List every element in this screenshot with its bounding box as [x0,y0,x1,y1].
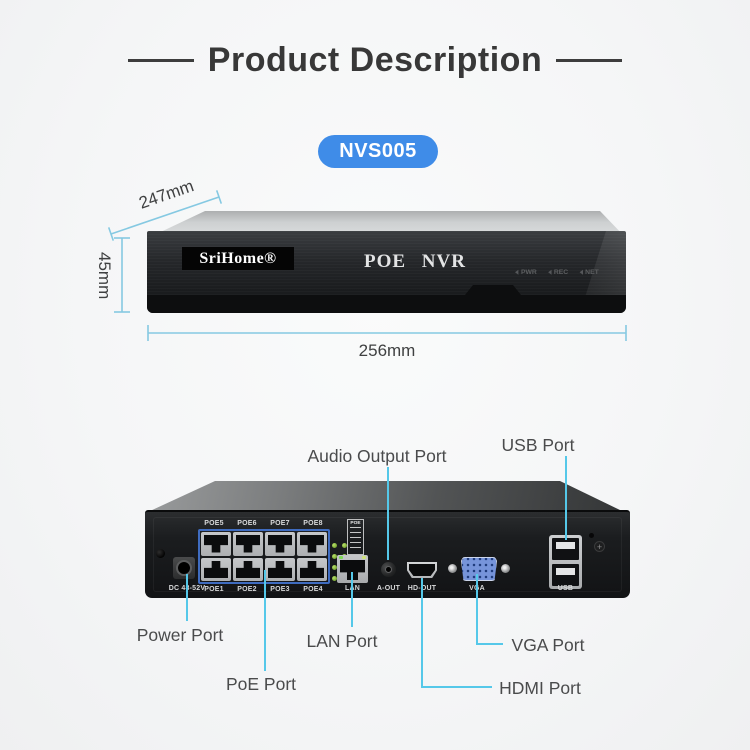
audio-out-jack [381,562,396,577]
usb-slot-top [552,538,579,560]
led-triangle-icon [547,269,552,275]
usb-label: USB [557,585,574,592]
poe2-label: POE2 [237,586,257,593]
poe3-label: POE3 [270,586,290,593]
led-rec-label: REC [553,268,569,276]
rj45-opening [204,535,228,553]
lan-led-amber [362,556,366,559]
usb-slot-bottom [552,564,579,586]
poe5-port [201,532,231,556]
poe8-label: POE8 [303,520,323,527]
led-net-label: NET [585,268,599,276]
poe5-label: POE5 [204,520,224,527]
led-dot [332,554,337,559]
lan-label: LAN [345,585,360,592]
rj45-opening [204,560,228,578]
poe-info-sticker: POE [347,519,364,555]
dc-power-jack [173,557,195,579]
hdmi-opening [409,564,435,576]
nvr-rear-panel: + DC 48-52V POE5 POE6 POE7 POE8 POE1 POE… [145,510,630,598]
callout-lan-port: LAN Port [306,631,378,651]
nvr-front-panel: SriHome® POE NVR PWR REC NET [147,231,626,313]
rear-hole-right [589,533,594,538]
nvr-rear-top-surface [150,481,622,511]
lan-led-green [339,556,343,559]
vga-screw-right [501,564,510,573]
poe-sticker-grid [350,527,361,551]
header: Product Description [0,40,750,80]
front-panel-title: POE NVR [364,251,466,272]
led-dot [332,543,337,548]
poe4-label: POE4 [303,586,323,593]
rear-screw-right: + [594,541,605,552]
poe4-port [297,557,327,581]
poe1-port [201,557,231,581]
vga-port [448,557,510,583]
vga-label: VGA [469,585,485,592]
rj45-opening [300,560,324,578]
usb-tongue [556,542,575,549]
rj45-opening [236,535,260,553]
callout-hdmi-port: HDMI Port [499,678,581,698]
led-dot [332,576,337,581]
front-led-indicators: PWR REC NET [515,268,599,276]
vga-connector [461,557,497,581]
callout-power-port: Power Port [136,625,224,645]
led-dot [342,543,347,548]
dimension-width-label: 256mm [358,341,416,360]
led-pwr: PWR [515,268,537,276]
rear-screw-left [156,549,165,558]
title-line-right [556,58,623,62]
rj45-opening [340,560,365,580]
dimension-height-label: 45mm [95,252,114,300]
rj45-opening [268,560,292,578]
usb-ports [549,535,582,589]
callout-usb-port: USB Port [501,435,575,455]
dc-power-jack-pin [176,560,192,576]
rj45-opening [236,560,260,578]
rj45-opening [300,535,324,553]
hdmi-label: HD-OUT [407,585,437,592]
led-rec: REC [547,268,569,276]
poe1-label: POE1 [204,586,224,593]
poe6-port [233,532,263,556]
led-pwr-label: PWR [520,268,537,276]
page-title: Product Description [207,40,543,79]
led-triangle-icon [515,269,519,275]
vga-screw-left [448,564,457,573]
brand-logo-plate: SriHome® [182,247,294,270]
poe8-port [297,532,327,556]
brand-logo: SriHome® [199,249,277,267]
rj45-opening [268,535,292,553]
audio-out-label: A-OUT [376,585,401,592]
audio-out-hole [385,566,392,573]
led-net: NET [579,268,599,276]
led-triangle-icon [579,269,583,275]
callout-poe-port: PoE Port [225,674,297,694]
poe6-label: POE6 [237,520,257,527]
poe-sticker-title: POE [350,520,361,526]
lan-port [337,555,368,583]
poe7-port [265,532,295,556]
usb-tongue [556,568,575,575]
title-line-left [127,58,194,62]
poe7-label: POE7 [270,520,290,527]
callout-vga-port: VGA Port [511,635,585,655]
dimension-depth-label: 247mm [136,176,197,213]
led-dot [332,565,337,570]
front-panel-bottom-strip [147,285,626,313]
poe2-port [233,557,263,581]
model-badge: NVS005 [318,135,438,168]
poe3-port [265,557,295,581]
poe-port-block [198,529,330,584]
callout-audio-output-port: Audio Output Port [307,446,447,466]
